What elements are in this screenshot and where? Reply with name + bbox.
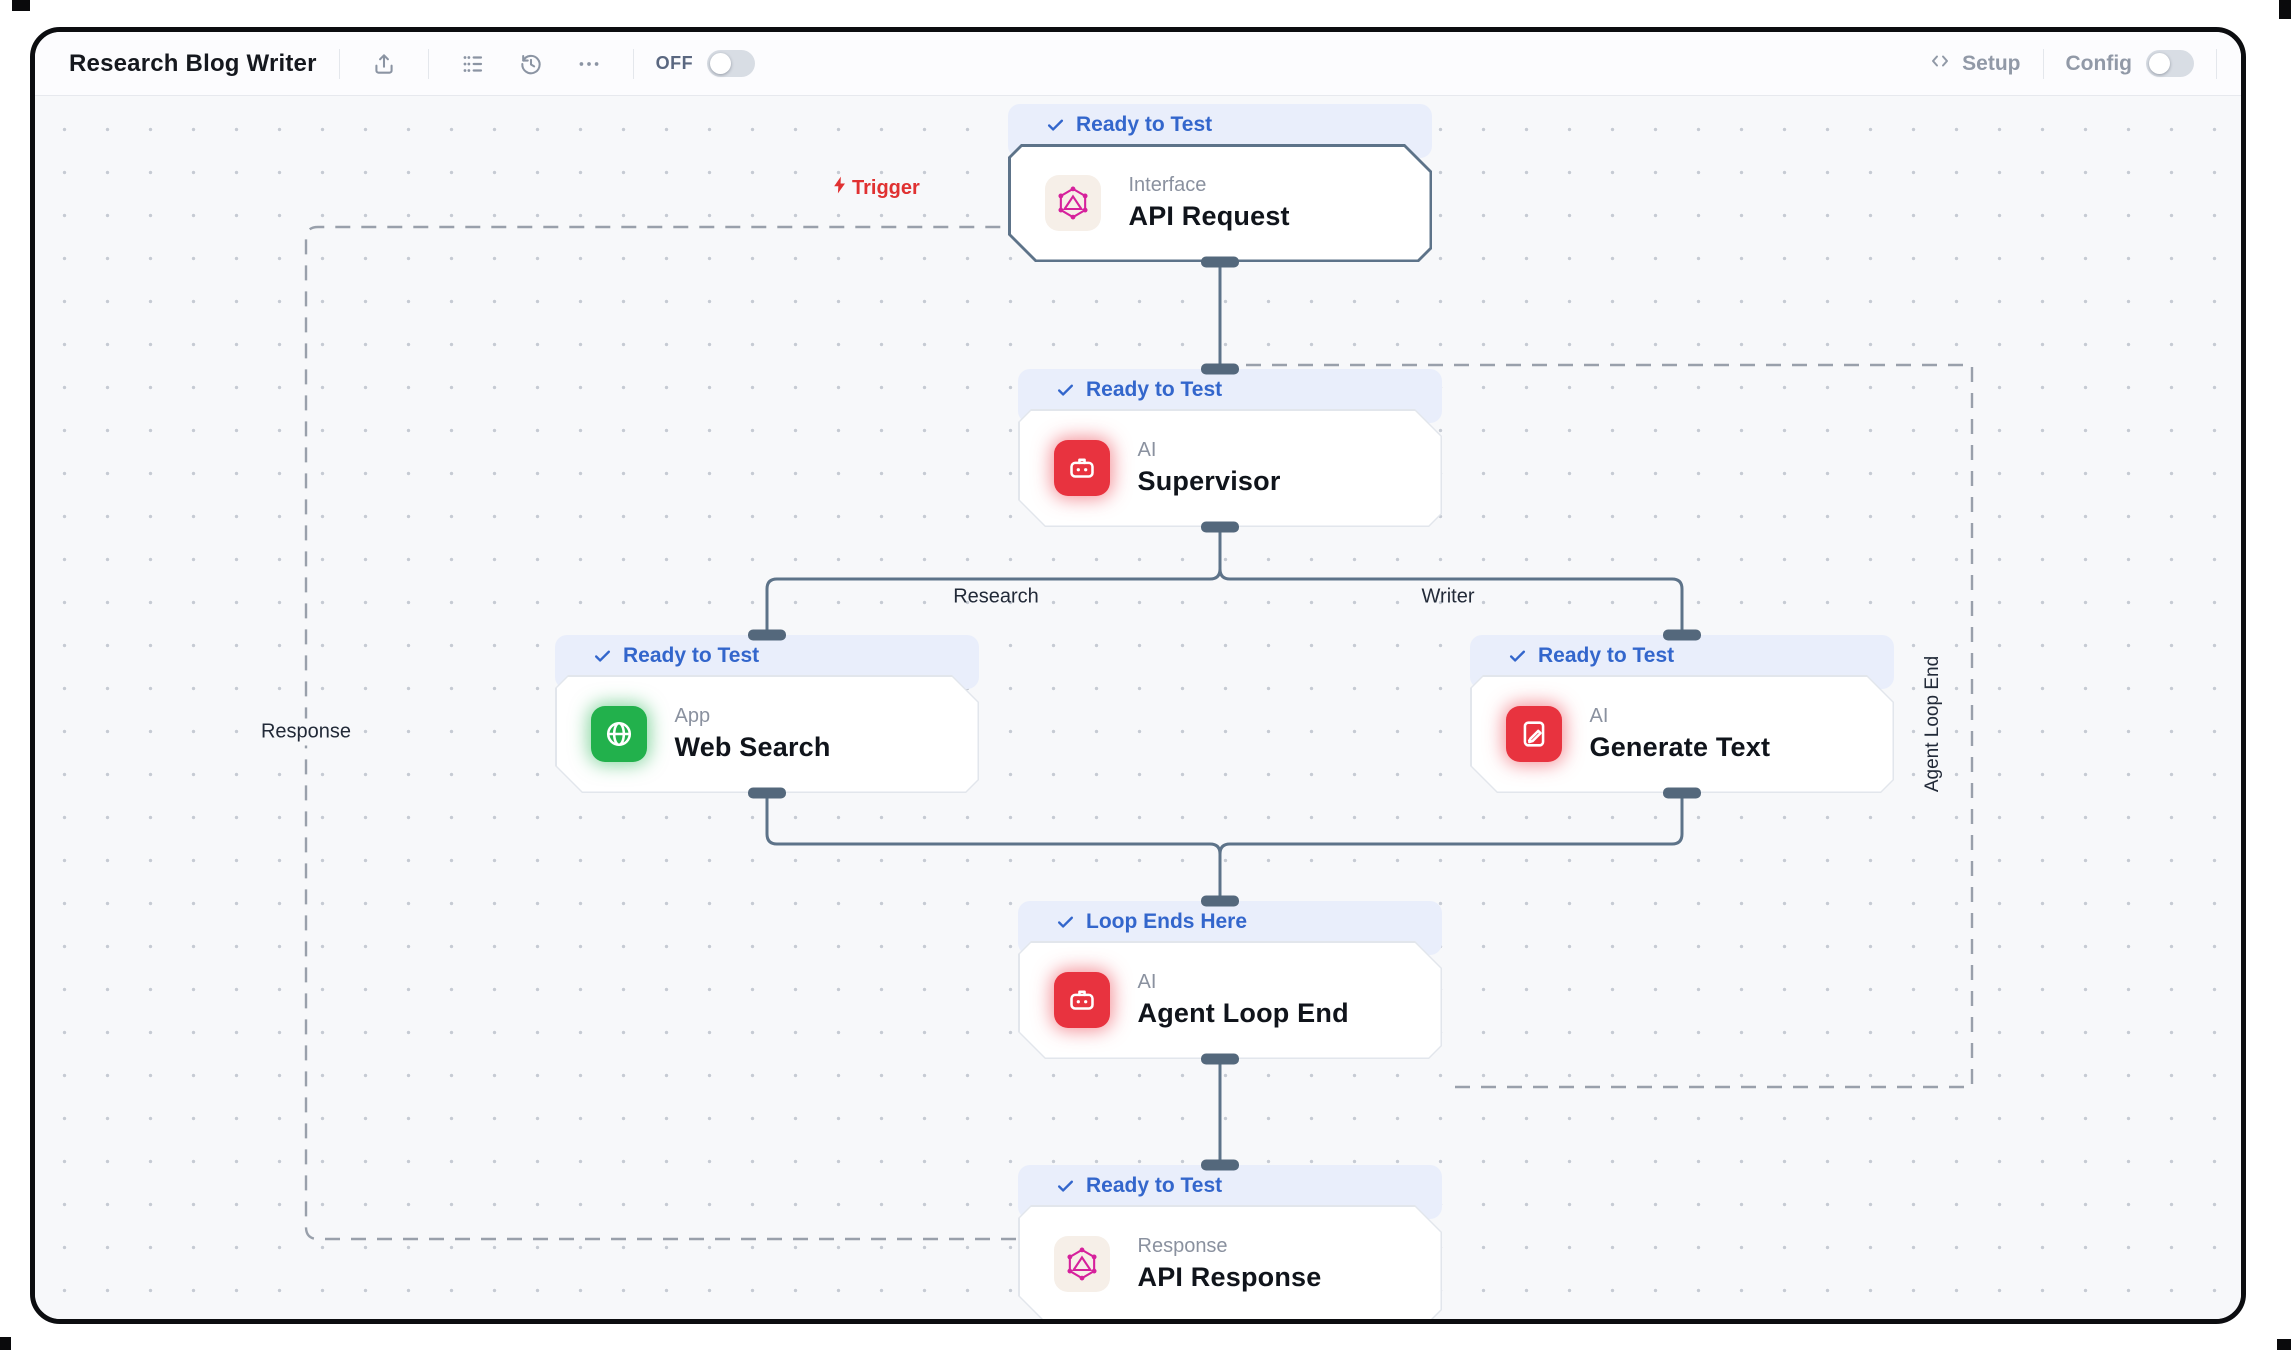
upload-tray-icon	[371, 51, 397, 77]
toolbar-icon-group	[451, 44, 611, 84]
toolbar-right: Setup Config	[1928, 48, 2217, 79]
workflow-enabled-control: OFF	[656, 50, 756, 77]
edge-label-response: Response	[252, 718, 360, 746]
toggle-knob	[2149, 53, 2170, 74]
node-title: API Response	[1137, 1262, 1322, 1292]
capture-corner-mark	[2277, 1339, 2291, 1350]
node-type-label: Interface	[1128, 174, 1207, 196]
robot-icon	[1054, 972, 1110, 1028]
check-icon	[594, 650, 611, 662]
connector-handle[interactable]	[748, 629, 786, 641]
connector-handle[interactable]	[1663, 629, 1701, 641]
list-icon	[460, 51, 486, 77]
check-icon	[1057, 1180, 1074, 1192]
connector-handle[interactable]	[1201, 256, 1239, 268]
code-brackets-icon	[1928, 49, 1952, 79]
more-options-button[interactable]	[567, 44, 611, 84]
node-title: API Request	[1128, 201, 1290, 231]
connector-handle[interactable]	[1201, 895, 1239, 907]
loop-region-label: Agent Loop End	[1922, 655, 1943, 793]
setup-label: Setup	[1962, 51, 2021, 75]
check-icon	[1057, 384, 1074, 396]
connector-handle[interactable]	[1201, 521, 1239, 533]
config-control: Config	[2066, 50, 2194, 77]
node-web-search[interactable]: Ready to Test App Web Search	[555, 635, 979, 793]
globe-icon	[591, 706, 647, 762]
connector-handle[interactable]	[1663, 787, 1701, 799]
capture-corner-mark	[2279, 0, 2291, 19]
node-api-request[interactable]: Ready to Test Interface API Request	[1008, 104, 1432, 262]
setup-button[interactable]: Setup	[1928, 49, 2021, 79]
node-title: Web Search	[674, 732, 831, 762]
history-button[interactable]	[509, 44, 553, 84]
top-toolbar: Research Blog Writer	[35, 32, 2241, 96]
workflow-canvas[interactable]: Trigger Research Writer Response Agent L…	[35, 96, 2241, 1319]
connector-handle[interactable]	[1201, 363, 1239, 375]
check-icon	[1509, 650, 1526, 662]
trigger-label: Trigger	[830, 174, 920, 202]
connector-handle[interactable]	[748, 787, 786, 799]
workflow-edges	[304, 225, 1974, 1241]
connector-handle[interactable]	[1201, 1159, 1239, 1171]
node-type-label: AI	[1589, 705, 1609, 727]
divider	[2216, 48, 2217, 79]
node-supervisor[interactable]: Ready to Test AI Supervisor	[1018, 369, 1442, 527]
lightning-bolt-icon	[830, 174, 850, 202]
node-type-label: AI	[1137, 439, 1157, 461]
check-icon	[1047, 119, 1064, 131]
node-agent-loop-end[interactable]: Loop Ends Here AI Agent Loop End	[1018, 901, 1442, 1059]
node-type-label: Response	[1137, 1235, 1228, 1257]
check-icon	[1057, 916, 1074, 928]
capture-corner-mark	[12, 0, 30, 11]
ellipsis-icon	[576, 51, 602, 77]
share-button[interactable]	[362, 44, 406, 84]
off-label: OFF	[655, 53, 694, 73]
node-title: Generate Text	[1589, 732, 1771, 762]
robot-icon	[1054, 440, 1110, 496]
capture-corner-mark	[0, 1337, 11, 1350]
app-window: Research Blog Writer	[30, 27, 2246, 1324]
config-label: Config	[2065, 51, 2132, 75]
workflow-enabled-toggle[interactable]	[707, 50, 756, 77]
node-type-label: App	[674, 705, 711, 727]
toggle-knob	[710, 53, 732, 74]
divider	[632, 48, 634, 79]
divider	[338, 48, 340, 79]
edge-label-research: Research	[953, 585, 1039, 608]
connector-handle[interactable]	[1201, 1053, 1239, 1065]
node-generate-text[interactable]: Ready to Test AI Generate Text	[1470, 635, 1894, 793]
node-api-response[interactable]: Ready to Test Response API Response	[1018, 1165, 1442, 1319]
interface-graphql-icon	[1054, 1236, 1110, 1292]
edge-label-writer: Writer	[1421, 585, 1475, 608]
config-toggle[interactable]	[2146, 50, 2194, 77]
run-list-button[interactable]	[451, 44, 495, 84]
interface-graphql-icon	[1045, 175, 1101, 231]
workflow-title: Research Blog Writer	[69, 49, 317, 77]
node-title: Supervisor	[1137, 466, 1281, 496]
node-title: Agent Loop End	[1137, 998, 1349, 1028]
history-icon	[518, 51, 544, 77]
document-pen-icon	[1506, 706, 1562, 762]
node-type-label: AI	[1137, 971, 1157, 993]
divider	[427, 48, 429, 79]
divider	[2042, 48, 2044, 79]
